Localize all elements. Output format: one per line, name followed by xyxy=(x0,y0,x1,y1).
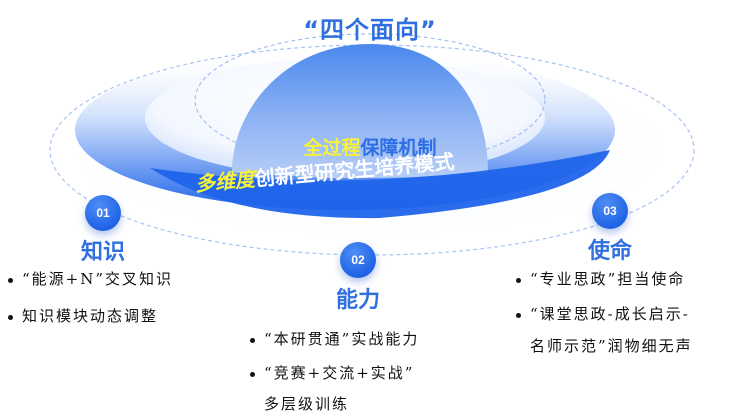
heading-ability: 能力 xyxy=(335,288,380,313)
bullet-dot-icon xyxy=(516,312,521,318)
bullet-dot-icon xyxy=(516,277,521,283)
bullet-item: “课堂思政-成长启示- xyxy=(516,303,690,324)
dome-label-highlight: 全过程 xyxy=(303,137,361,159)
bullet-dot-icon xyxy=(8,277,13,283)
bullet-item: 知识模块动态调整 xyxy=(8,305,158,326)
bullet-item: “专业思政”担当使命 xyxy=(516,268,685,289)
dome-label-rest: 保障机制 xyxy=(360,137,437,159)
dome-label: 全过程保障机制 xyxy=(0,133,740,160)
front-band xyxy=(150,150,610,219)
band-label-highlight: 多维度 xyxy=(194,166,256,196)
bullet-item: “能源+N”交叉知识 xyxy=(8,268,173,289)
bullet-dot-icon xyxy=(250,371,255,377)
bullet-item: “本研贯通”实战能力 xyxy=(250,328,419,349)
bullet-continuation: 名师示范”润物细无声 xyxy=(530,337,693,355)
badge-02: 02 xyxy=(340,242,376,278)
badge-03: 03 xyxy=(592,193,628,229)
badge-01: 01 xyxy=(85,195,121,231)
diagram-title: “四个面向” xyxy=(303,16,437,44)
bullet-continuation: 多层级训练 xyxy=(264,395,350,413)
heading-knowledge: 知识 xyxy=(80,240,125,265)
bullet-dot-icon xyxy=(8,314,13,320)
heading-mission: 使命 xyxy=(587,239,632,264)
bullet-item: “竞赛+交流+实战” xyxy=(250,362,414,383)
bullet-dot-icon xyxy=(250,337,255,343)
dome xyxy=(232,44,488,178)
